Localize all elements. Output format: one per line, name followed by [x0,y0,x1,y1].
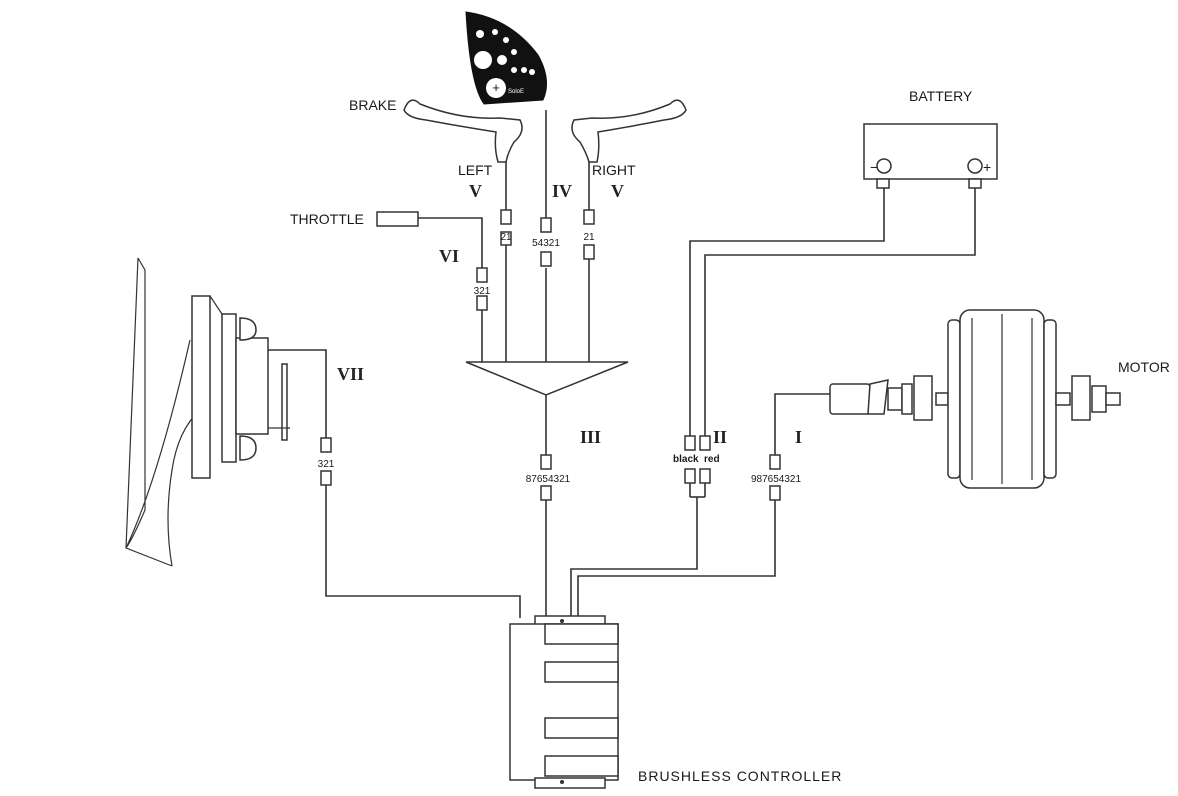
roman-v-right: V [611,181,624,201]
display-panel: + SoloE [465,11,548,105]
connector-battery-black-b [684,468,696,484]
display-plus-icon: + [492,80,500,95]
brake-label: BRAKE [349,97,396,113]
connector-throttle-a [476,267,488,283]
roman-iii: III [580,427,601,447]
connector-brake-left-a [500,209,512,225]
throttle [376,211,419,227]
controller-fin [544,623,619,645]
connector-battery-red-a [699,435,711,451]
connector-brake-left-b [500,231,512,246]
hub-motor [829,309,1121,489]
wires [268,110,976,618]
roman-v-left: V [469,181,482,201]
roman-vii: VII [337,364,364,384]
battery-negative-icon: − [870,159,878,175]
pin-label-brake-left: 21 [500,232,512,243]
pedal-assist-sensor [125,257,290,567]
connectors [320,209,781,501]
pin-label-pas: 321 [318,459,335,470]
pin-label-battery-red: red [704,454,720,465]
controller-label: BRUSHLESS CONTROLLER [638,768,842,784]
wire-junction [465,361,629,396]
pin-label-throttle: 321 [474,286,491,297]
pin-label-brake-right: 21 [583,232,595,243]
connector-brake-right-a [583,209,595,225]
brake-lever-left [403,99,523,163]
left-label: LEFT [458,162,493,178]
connector-brake-right-b [583,244,595,260]
controller-fin [544,717,619,739]
brushless-controller [509,615,619,789]
pin-label-display: 54321 [532,238,560,249]
connector-pas-b [320,470,332,486]
battery-positive-icon: + [983,159,991,175]
connector-pas-a [320,437,332,453]
roman-vi: VI [439,246,459,266]
pin-label-junction: 87654321 [526,474,571,485]
controller-fin [544,755,619,777]
connector-junction-b [540,485,552,501]
pin-label-battery-black: black [673,454,699,465]
connector-motor-a [769,454,781,470]
display-brand: SoloE [508,89,524,95]
throttle-label: THROTTLE [290,211,364,227]
roman-ii: II [713,427,727,447]
connector-throttle-b [476,295,488,311]
pin-label-motor: 987654321 [751,474,801,485]
connector-junction-a [540,454,552,470]
roman-i: I [795,427,802,447]
connector-display-b [540,251,552,267]
battery-label: BATTERY [909,88,973,104]
brake-lever-right [571,99,687,163]
connector-motor-b [769,485,781,501]
motor-label: MOTOR [1118,359,1170,375]
controller-fin [544,661,619,683]
connector-battery-red-b [699,468,711,484]
battery: − + [863,123,998,189]
connector-battery-black-a [684,435,696,451]
roman-iv: IV [552,181,572,201]
right-label: RIGHT [592,162,636,178]
connector-display-a [540,217,552,233]
